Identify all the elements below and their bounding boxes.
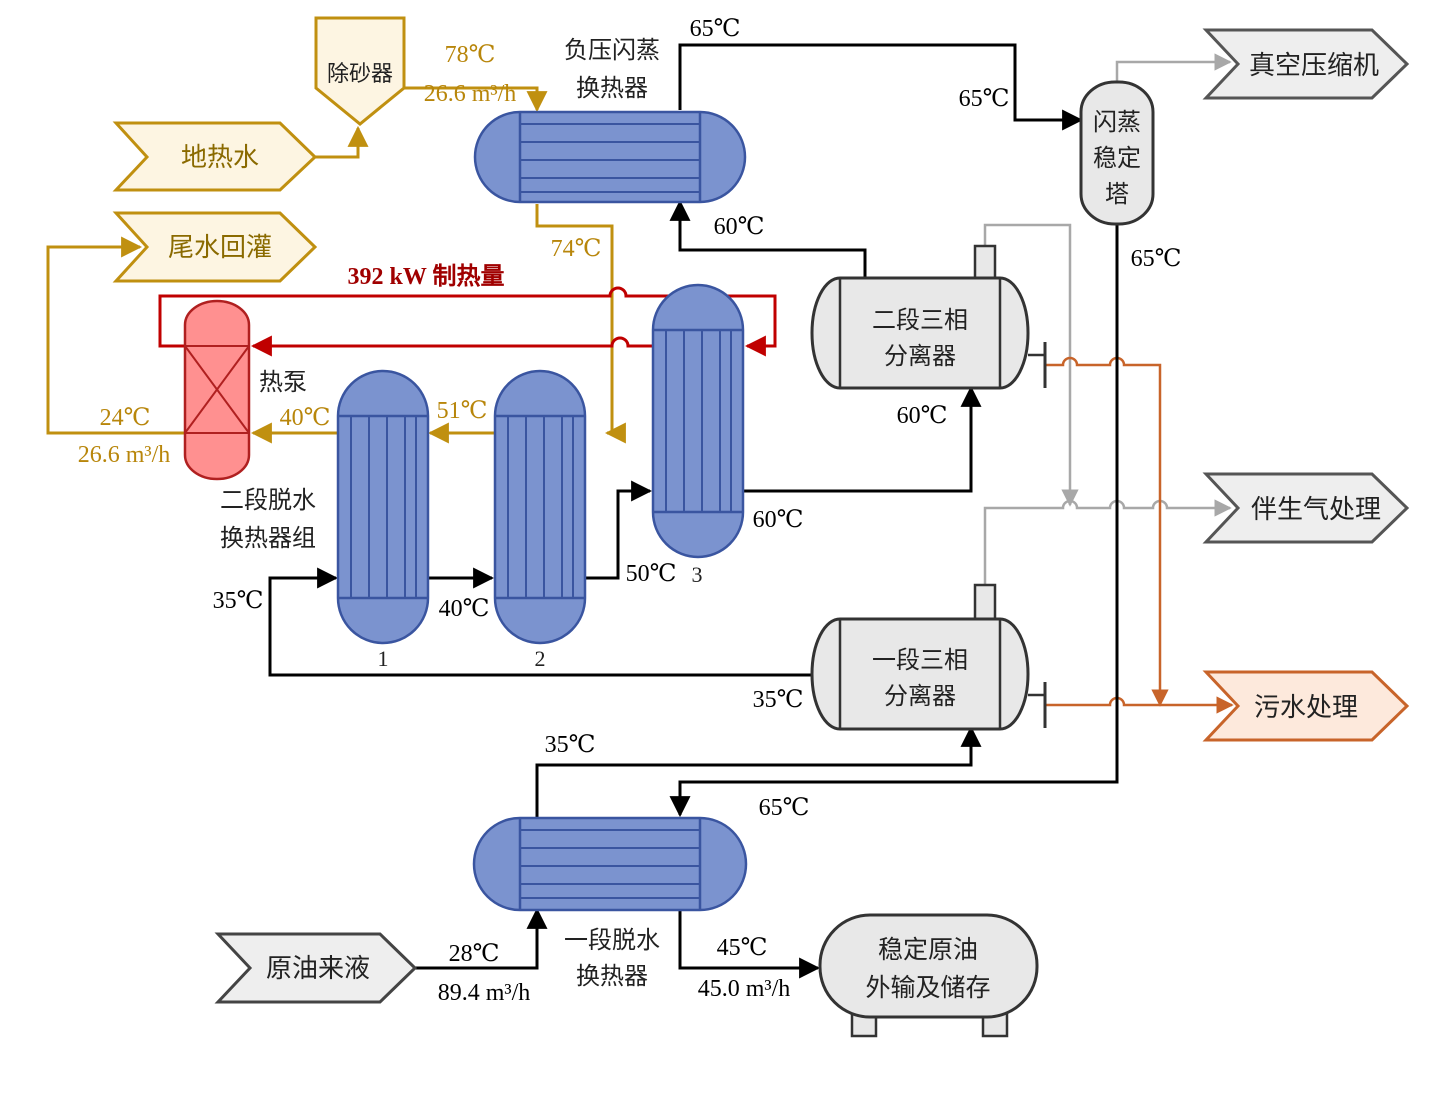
label-60c-hx-in: 60℃ bbox=[714, 214, 765, 240]
sep2-label-1: 二段三相 bbox=[872, 307, 968, 334]
sewage-pipes bbox=[1045, 356, 1234, 714]
geothermal-water-inlet: 地热水 bbox=[112, 121, 318, 192]
stage2-three-phase-separator bbox=[810, 244, 1047, 390]
label-45c: 45℃ bbox=[717, 935, 768, 961]
vacuum-compressor-label: 真空压缩机 bbox=[1249, 51, 1379, 80]
oil-pipes bbox=[268, 43, 1119, 979]
storage-label-2: 外输及储存 bbox=[865, 974, 990, 1002]
label-60c-hx3-out: 60℃ bbox=[753, 507, 804, 533]
label-crude-flow: 89.4 m³/h bbox=[438, 980, 531, 1006]
sep1-label-2: 分离器 bbox=[884, 683, 956, 710]
label-65c-tower-out: 65℃ bbox=[1131, 246, 1182, 272]
label-geo-flow-out: 26.6 m³/h bbox=[78, 442, 171, 468]
flash-tower-label-3: 塔 bbox=[1105, 181, 1129, 208]
label-heat-amount: 392 kW 制热量 bbox=[348, 263, 505, 290]
label-40c-heatpump: 40℃ bbox=[280, 405, 331, 431]
tail-water-reinjection-outlet: 尾水回灌 bbox=[112, 211, 318, 283]
label-78c: 78℃ bbox=[445, 42, 496, 68]
label-65c-bottom: 65℃ bbox=[759, 795, 810, 821]
sewage-treatment-label: 污水处理 bbox=[1254, 693, 1358, 722]
label-74c: 74℃ bbox=[551, 236, 602, 262]
sep1-label-1: 一段三相 bbox=[872, 647, 968, 674]
heat-exchanger-3 bbox=[651, 283, 745, 559]
sep2-label-2: 分离器 bbox=[884, 343, 956, 370]
label-51c: 51℃ bbox=[437, 398, 488, 424]
desander-label: 除砂器 bbox=[327, 61, 393, 86]
flash-tower-label-1: 闪蒸 bbox=[1093, 109, 1141, 136]
hx-number-2: 2 bbox=[535, 646, 546, 671]
crude-oil-feed-inlet: 原油来液 bbox=[214, 932, 418, 1004]
flash-stabilization-tower bbox=[1079, 80, 1155, 226]
label-65c-top: 65℃ bbox=[690, 16, 741, 42]
stream-labels: 78℃ 26.6 m³/h 74℃ 51℃ 40℃ 24℃ 26.6 m³/h … bbox=[78, 16, 1182, 1006]
label-40c-hx: 40℃ bbox=[439, 596, 490, 622]
heat-pump bbox=[183, 299, 251, 481]
heat-loop-pipe bbox=[158, 286, 777, 357]
label-35c-sep1: 35℃ bbox=[753, 687, 804, 713]
label-50c: 50℃ bbox=[626, 561, 677, 587]
flash-heat-exchanger bbox=[473, 110, 747, 204]
sewage-treatment-outlet: 污水处理 bbox=[1202, 670, 1410, 742]
flash-tower-label-2: 稳定 bbox=[1093, 145, 1141, 172]
stage1-three-phase-separator bbox=[810, 583, 1047, 731]
hx-number-1: 1 bbox=[378, 646, 389, 671]
label-stable-flow: 45.0 m³/h bbox=[698, 976, 791, 1002]
associated-gas-label: 伴生气处理 bbox=[1251, 495, 1381, 524]
label-35c-bottom: 35℃ bbox=[545, 732, 596, 758]
flash-hx-label-2: 换热器 bbox=[576, 75, 648, 102]
stable-crude-storage-tank bbox=[818, 913, 1039, 1038]
crude-oil-feed-label: 原油来液 bbox=[266, 954, 370, 983]
stage2-hx-group-label-1: 二段脱水 bbox=[220, 487, 316, 514]
stage1-hx-label-1: 一段脱水 bbox=[564, 927, 660, 954]
label-35c-left: 35℃ bbox=[213, 588, 264, 614]
hx-number-3: 3 bbox=[692, 562, 703, 587]
associated-gas-outlet: 伴生气处理 bbox=[1202, 472, 1410, 544]
heat-exchanger-2 bbox=[493, 369, 587, 645]
stage2-hx-group-label-2: 换热器组 bbox=[220, 525, 316, 552]
label-24c: 24℃ bbox=[100, 405, 151, 431]
tail-water-reinjection-label: 尾水回灌 bbox=[168, 233, 272, 262]
desander: 除砂器 bbox=[314, 16, 406, 126]
heat-pump-label: 热泵 bbox=[259, 369, 307, 396]
label-28c: 28℃ bbox=[449, 941, 500, 967]
label-geo-flow-in: 26.6 m³/h bbox=[424, 81, 517, 107]
label-65c-tower-in: 65℃ bbox=[959, 86, 1010, 112]
heat-exchanger-1 bbox=[336, 369, 430, 645]
flash-hx-label-1: 负压闪蒸 bbox=[564, 37, 660, 64]
stage1-hx-label-2: 换热器 bbox=[576, 963, 648, 990]
vacuum-compressor-outlet: 真空压缩机 bbox=[1202, 28, 1410, 100]
stage1-dewatering-heat-exchanger bbox=[472, 816, 748, 912]
geothermal-water-label: 地热水 bbox=[181, 143, 259, 172]
geothermal-pipes bbox=[46, 86, 626, 444]
equipment-labels: 负压闪蒸 换热器 闪蒸 稳定 塔 热泵 二段脱水 换热器组 1 2 3 二段三相… bbox=[220, 37, 1141, 1002]
storage-label-1: 稳定原油 bbox=[878, 936, 978, 964]
label-60c-sep2-in: 60℃ bbox=[897, 403, 948, 429]
